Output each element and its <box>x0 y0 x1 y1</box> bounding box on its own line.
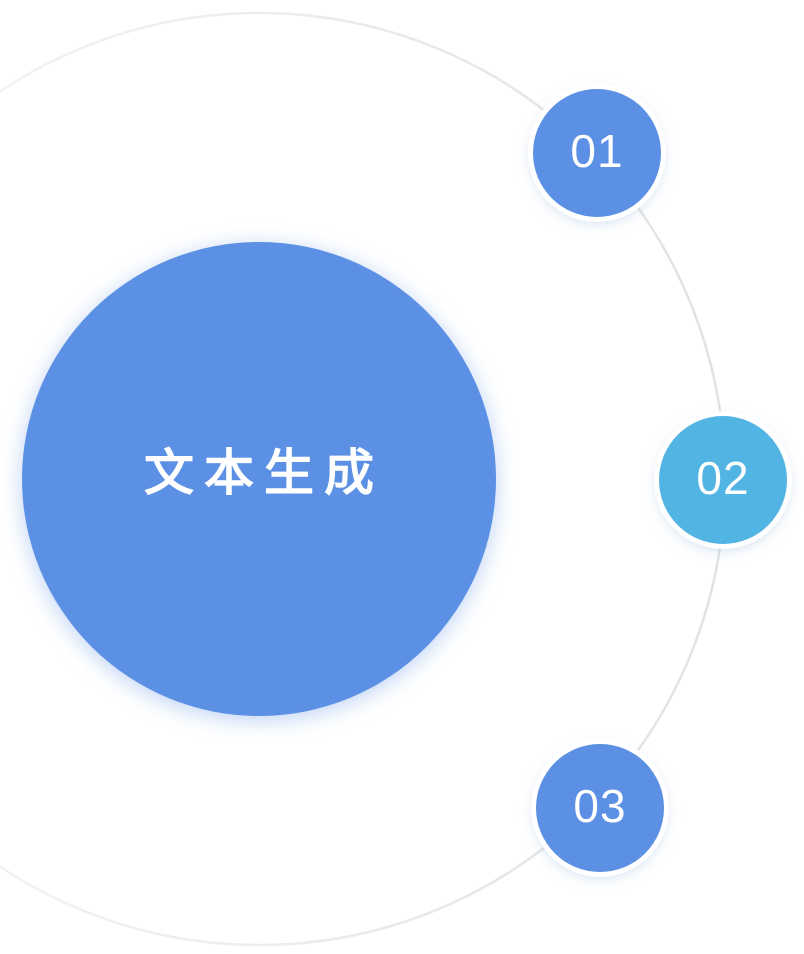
step-node-02[interactable]: 02 <box>659 416 787 544</box>
step-02-label: 02 <box>696 452 750 504</box>
step-03-label: 03 <box>573 780 627 832</box>
step-node-01[interactable]: 01 <box>533 89 661 217</box>
center-node-text-generation[interactable]: 文本生成 <box>22 242 496 716</box>
step-01-label: 01 <box>570 125 624 177</box>
center-node-label: 文本生成 <box>144 445 384 501</box>
step-node-03[interactable]: 03 <box>536 744 664 872</box>
